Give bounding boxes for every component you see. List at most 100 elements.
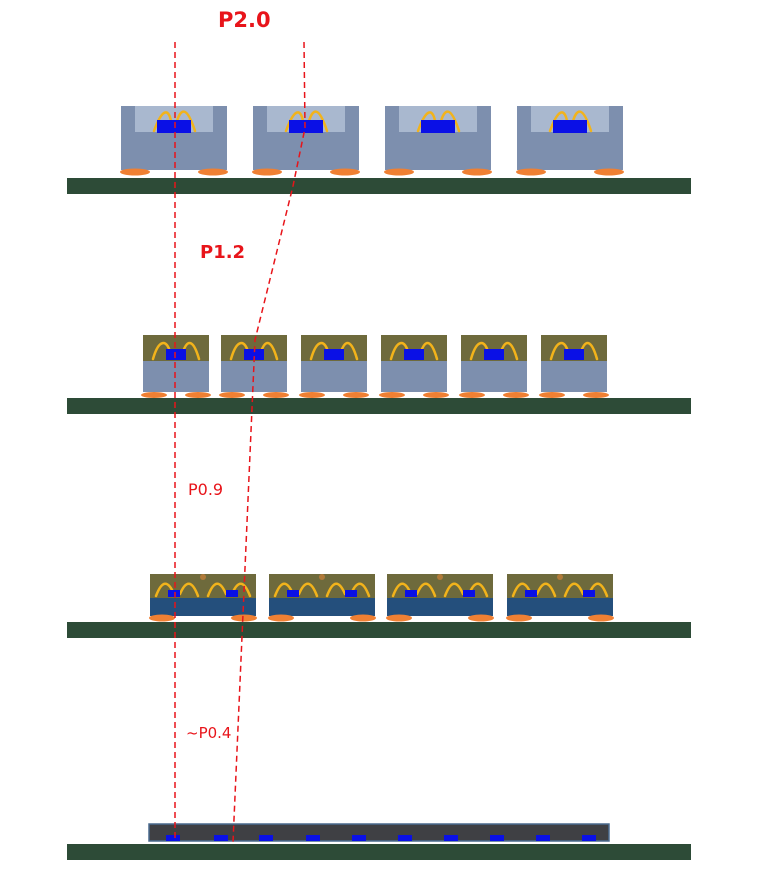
led-chip [564, 349, 584, 360]
via-dot [557, 574, 563, 580]
solder-pad [343, 392, 369, 398]
bond-wire [415, 582, 437, 598]
led-chip [582, 835, 596, 841]
led-chip [289, 120, 323, 133]
led-package-smd [385, 106, 491, 170]
led-package-imd [387, 574, 493, 616]
solder-pad [185, 392, 211, 398]
bond-wire [535, 582, 557, 598]
solder-pad [330, 168, 360, 176]
led-package-imd [269, 574, 375, 616]
bond-wire [175, 110, 197, 133]
solder-pad [379, 392, 405, 398]
led-chip [553, 120, 587, 133]
led-chip [324, 349, 344, 360]
led-chip [463, 590, 475, 597]
bond-wire [439, 110, 461, 133]
package-body [301, 361, 367, 392]
imd-substrate [150, 598, 256, 616]
solder-pad [384, 168, 414, 176]
led-chip [421, 120, 455, 133]
bond-wire [571, 110, 593, 133]
led-chip [214, 835, 228, 841]
bond-wire [206, 582, 228, 598]
solder-pad [231, 614, 257, 622]
pitch-label-p0-9: P0.9 [188, 480, 224, 499]
solder-pad [350, 614, 376, 622]
pitch-line-right [232, 41, 306, 843]
bond-wire [325, 582, 347, 598]
solder-pad [459, 392, 485, 398]
via-dot [319, 574, 325, 580]
bond-wire [416, 111, 437, 133]
led-chip [345, 590, 357, 597]
solder-pad [594, 168, 624, 176]
solder-pad [588, 614, 614, 622]
solder-pad [198, 168, 228, 176]
solder-pad [583, 392, 609, 398]
bond-wire [548, 111, 569, 133]
pitch-label-p2-0: P2.0 [218, 8, 271, 32]
led-package-smd [517, 106, 623, 170]
pitch-label-p1-2: P1.2 [200, 242, 246, 263]
pcb-board [67, 844, 691, 860]
solder-pad [219, 392, 245, 398]
led-chip [444, 835, 458, 841]
led-chip [484, 349, 504, 360]
package-body [381, 361, 447, 392]
led-chip [226, 590, 238, 597]
solder-pad [468, 614, 494, 622]
bond-wire [152, 111, 173, 133]
led-chip [244, 349, 264, 360]
pcb-board [67, 398, 691, 414]
solder-pad [423, 392, 449, 398]
bond-wire [563, 582, 585, 598]
solder-pad [141, 392, 167, 398]
solder-pad [299, 392, 325, 398]
solder-pad [462, 168, 492, 176]
led-chip [583, 590, 595, 597]
led-chip [157, 120, 191, 133]
led-package-smd-small [143, 335, 209, 392]
package-body [143, 361, 209, 392]
solder-pad [506, 614, 532, 622]
led-package-smd [121, 106, 227, 170]
led-package-imd [150, 574, 256, 616]
cob-panel [148, 823, 610, 842]
solder-pad [263, 392, 289, 398]
led-chip [352, 835, 366, 841]
pitch-label-p0-4: ~P0.4 [186, 724, 232, 742]
solder-pad [386, 614, 412, 622]
bond-wire [297, 582, 319, 598]
led-package-smd-small [221, 335, 287, 392]
via-dot [200, 574, 206, 580]
led-package-imd [507, 574, 613, 616]
led-chip [490, 835, 504, 841]
solder-pad [252, 168, 282, 176]
via-dot [437, 574, 443, 580]
led-chip [259, 835, 273, 841]
pcb-board [67, 178, 691, 194]
led-package-smd [253, 106, 359, 170]
led-chip [404, 349, 424, 360]
solder-pad [268, 614, 294, 622]
led-package-smd-small [541, 335, 607, 392]
bond-wire [178, 582, 200, 598]
imd-substrate [269, 598, 375, 616]
led-package-smd-small [461, 335, 527, 392]
led-chip [287, 590, 299, 597]
led-chip [405, 590, 417, 597]
bond-wire [443, 582, 465, 598]
imd-substrate [387, 598, 493, 616]
solder-pad [516, 168, 546, 176]
package-body [461, 361, 527, 392]
led-chip [166, 349, 186, 360]
imd-substrate [507, 598, 613, 616]
solder-pad [539, 392, 565, 398]
led-chip [306, 835, 320, 841]
solder-pad [149, 614, 175, 622]
led-chip [166, 835, 180, 841]
bond-wire [284, 111, 305, 133]
solder-pad [120, 168, 150, 176]
